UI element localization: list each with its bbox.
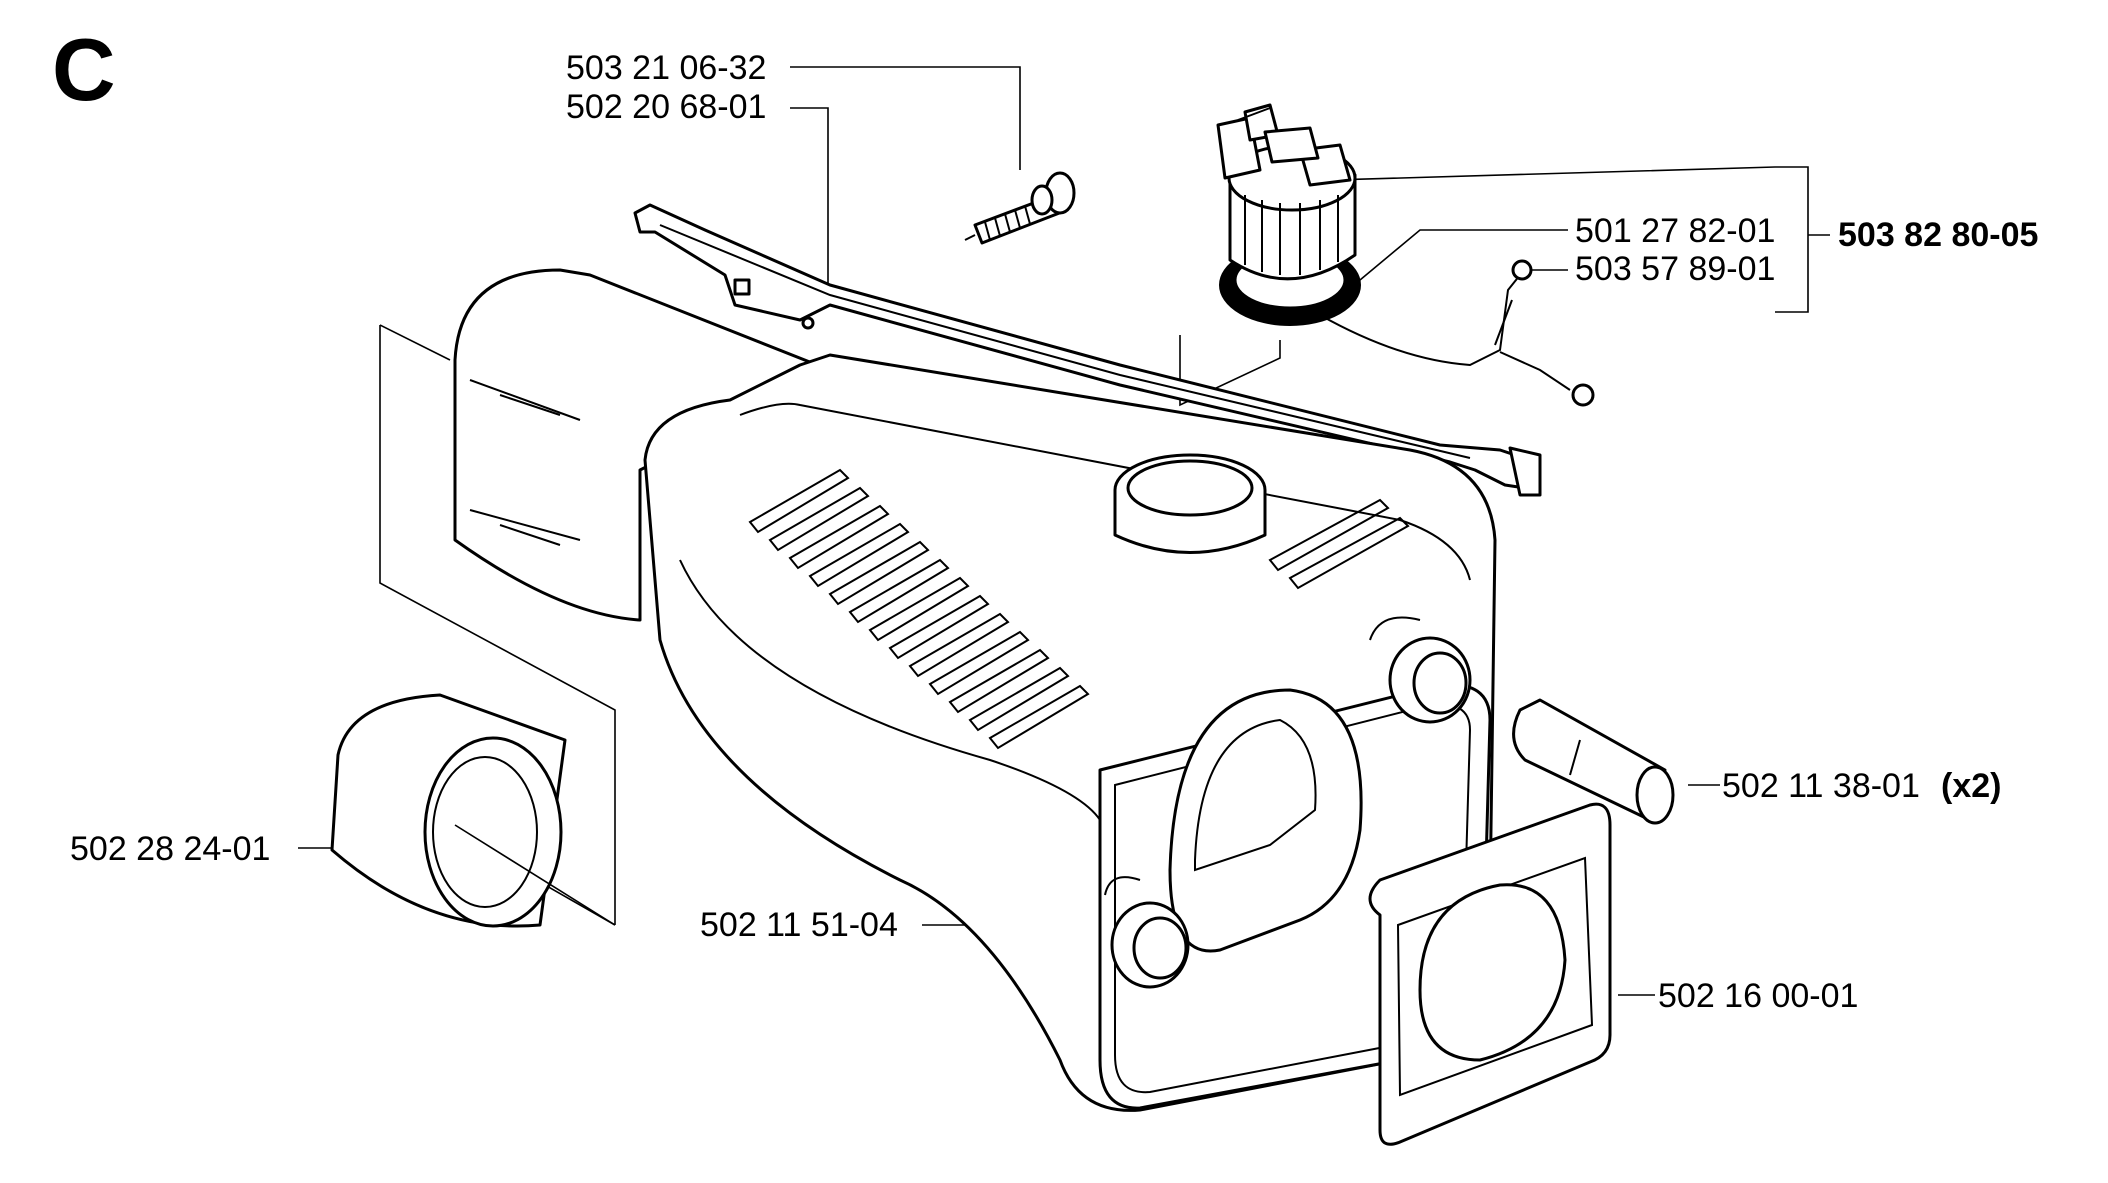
filter-sleeve-part [1512, 698, 1675, 825]
tank-ribs [748, 468, 1410, 750]
fuel-tank-part [453, 268, 1497, 1112]
part-number-label: 503 21 06-32 [566, 49, 766, 87]
kit-number-label: 503 82 80-05 [1838, 216, 2038, 254]
part-number-label: 502 28 24-01 [70, 830, 270, 868]
part-number-label: 503 57 89-01 [1575, 250, 1775, 288]
bracket-part [633, 203, 1542, 497]
tank-ring-part [330, 693, 616, 928]
screw-part [964, 171, 1076, 245]
part-number-label: 502 20 68-01 [566, 88, 766, 126]
part-number-label: 501 27 82-01 [1575, 212, 1775, 250]
part-number-label: 502 16 00-01 [1658, 977, 1858, 1015]
quantity-label: (x2) [1941, 767, 2001, 805]
part-number-label: 502 11 51-04 [700, 906, 898, 944]
section-letter: C [52, 20, 116, 119]
part-number-label: 502 11 38-01 [1722, 767, 1920, 805]
cap-strap-part [1319, 259, 1595, 407]
fuel-cap-part [1216, 103, 1361, 326]
gasket-part [1368, 802, 1612, 1146]
